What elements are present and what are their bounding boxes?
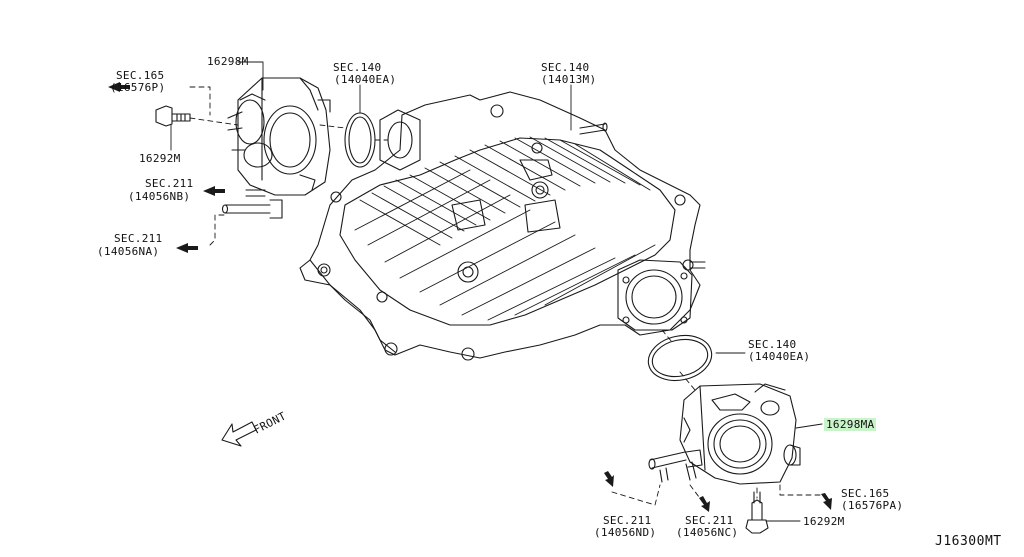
- sec211-na-ref[interactable]: SEC.211: [114, 232, 163, 245]
- sec165-bottom-ref[interactable]: SEC.165: [841, 487, 890, 500]
- sec140-left-part[interactable]: (14040EA): [334, 73, 397, 86]
- left-bolt: [155, 105, 191, 127]
- sec211-nd-ref[interactable]: SEC.211: [603, 514, 652, 527]
- part-16292M-bottom-label[interactable]: 16292M: [803, 515, 845, 528]
- diagram-code: J16300MT: [935, 534, 1002, 549]
- front-arrow: [221, 421, 257, 447]
- sec211-nd-part[interactable]: (14056ND): [594, 526, 657, 539]
- sec165-top-part[interactable]: (16576P): [110, 81, 166, 94]
- sec140-left-ref[interactable]: SEC.140: [333, 61, 382, 74]
- left-gasket: [344, 112, 376, 168]
- sec165-bottom-part[interactable]: (16576PA): [841, 499, 904, 512]
- sec140-right-ref[interactable]: SEC.140: [748, 338, 797, 351]
- sec140-top-ref[interactable]: SEC.140: [541, 61, 590, 74]
- right-bolt: [745, 491, 769, 534]
- part-16292M-top-label[interactable]: 16292M: [139, 152, 181, 165]
- sec211-nc-part[interactable]: (14056NC): [676, 526, 739, 539]
- sec211-nc-ref[interactable]: SEC.211: [685, 514, 734, 527]
- part-16298M-label[interactable]: 16298M: [207, 55, 249, 68]
- sec211-nb-part[interactable]: (14056NB): [128, 190, 191, 203]
- right-gasket: [647, 334, 713, 382]
- intake-manifold: [299, 91, 706, 361]
- right-throttle-body: [648, 383, 801, 485]
- sec211-nb-ref[interactable]: SEC.211: [145, 177, 194, 190]
- left-throttle-body: [221, 77, 331, 219]
- sec165-top-ref[interactable]: SEC.165: [116, 69, 165, 82]
- part-16298MA-label[interactable]: 16298MA: [824, 418, 877, 431]
- sec140-top-part[interactable]: (14013M): [541, 73, 597, 86]
- sec140-right-part[interactable]: (14040EA): [748, 350, 811, 363]
- sec211-na-part[interactable]: (14056NA): [97, 245, 160, 258]
